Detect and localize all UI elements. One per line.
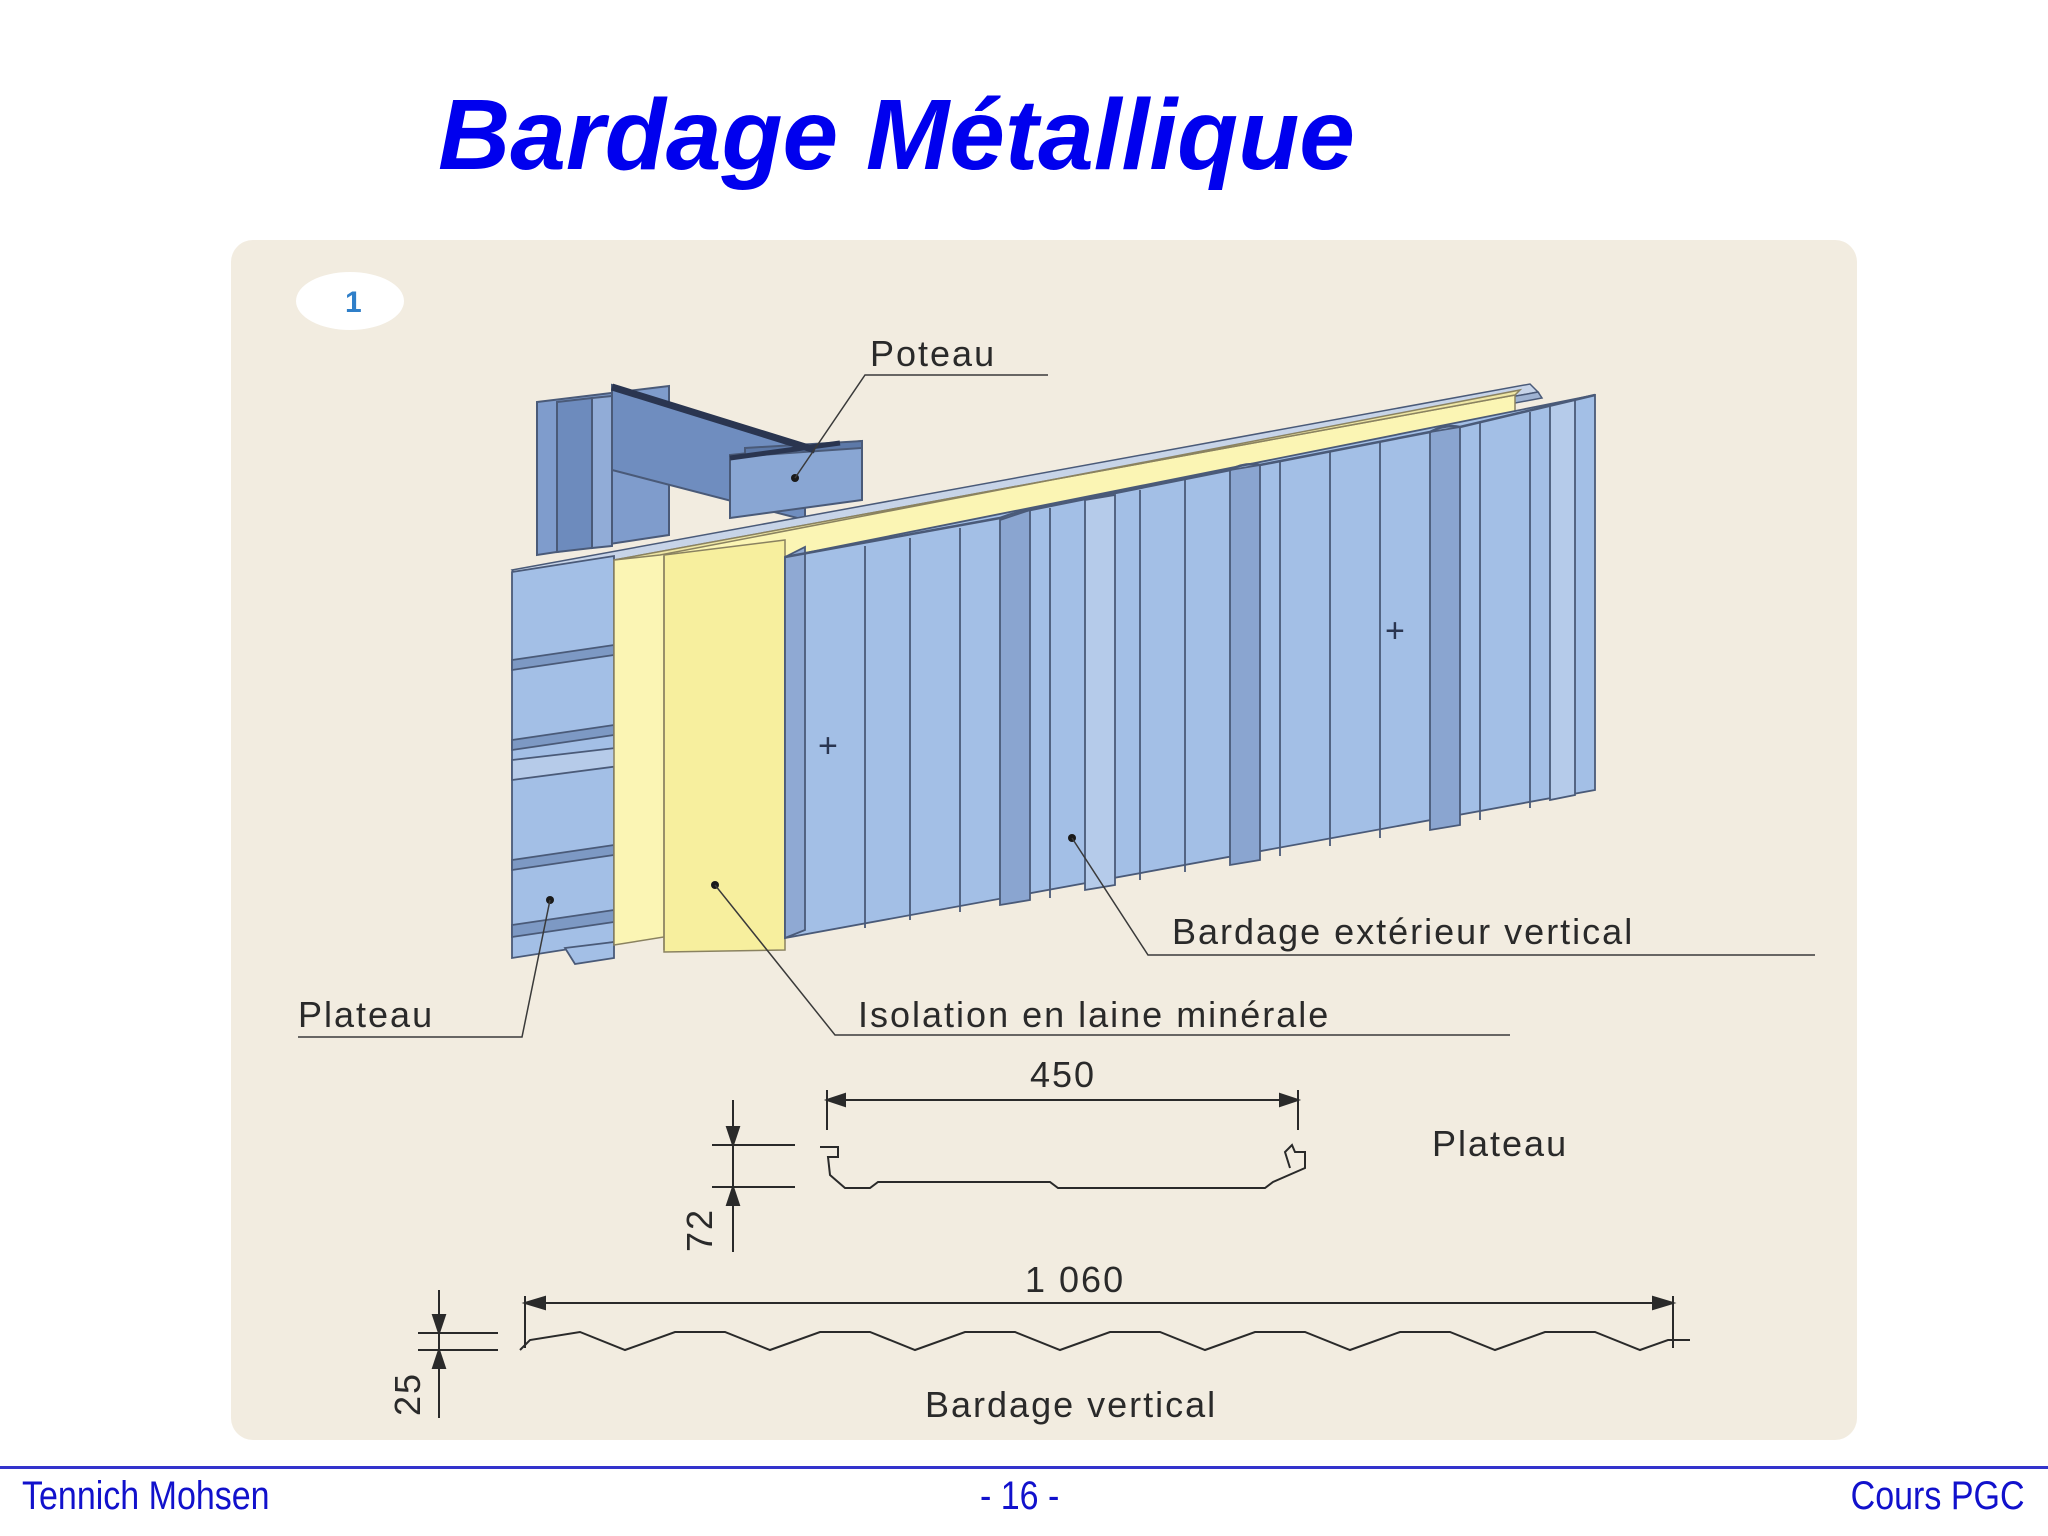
slide-title: Bardage Métallique [438,79,1355,191]
plateau-profile [712,1090,1306,1252]
figure-number: 1 [345,286,362,319]
svg-text:+: + [1385,612,1405,650]
footer-page-number: - 16 - [980,1474,1060,1518]
footer-divider [0,1466,2048,1469]
footer-author: Tennich Mohsen [22,1474,270,1518]
bardage-height-dim: 25 [387,1372,428,1416]
bardage-width-dim: 1 060 [1025,1259,1125,1300]
svg-text:+: + [818,727,838,765]
column-poteau [536,383,863,557]
leader-lines [298,374,1815,1038]
label-isolation: Isolation en laine minérale [858,994,1330,1035]
label-plateau: Plateau [298,994,434,1035]
label-bardage-exterieur: Bardage extérieur vertical [1172,911,1634,952]
label-poteau: Poteau [870,333,996,374]
exterior-cladding: + + [784,393,1596,940]
figure-number-badge: 1 [296,272,404,330]
bardage-profile-label: Bardage vertical [925,1384,1217,1425]
plateau-height-dim: 72 [679,1208,720,1252]
footer-course: Cours PGC [1850,1474,2024,1518]
plateau-width-dim: 450 [1030,1054,1096,1095]
plateau-profile-label: Plateau [1432,1123,1568,1164]
bardage-profile [418,1290,1690,1418]
